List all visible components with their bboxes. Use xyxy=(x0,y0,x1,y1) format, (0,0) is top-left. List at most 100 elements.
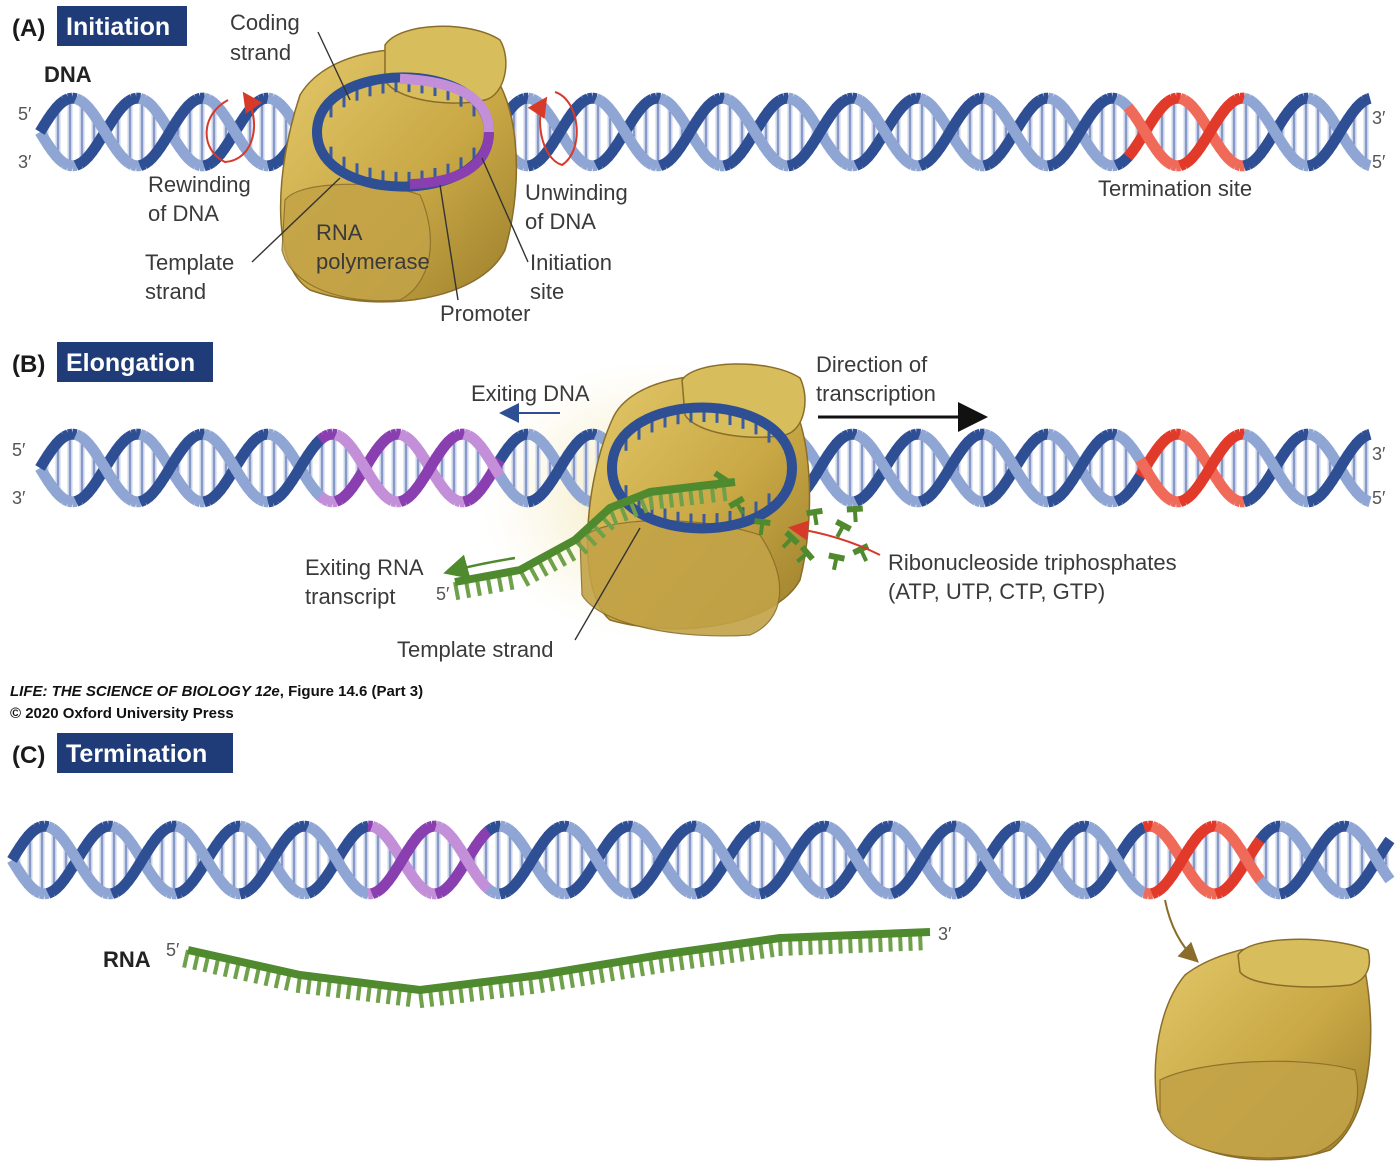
dna-strand-segment xyxy=(1165,157,1176,170)
dna-strand-segment xyxy=(1049,157,1060,171)
dna-strand-segment xyxy=(1328,824,1340,837)
dna-strand-segment xyxy=(927,102,941,116)
dna-strand-segment xyxy=(1267,124,1282,138)
label-rna: RNA xyxy=(103,947,151,972)
dna-strand-segment xyxy=(1079,451,1094,465)
dna-strand-segment xyxy=(1051,843,1066,857)
dna-strand-segment xyxy=(1151,481,1165,495)
dna-strand-segment xyxy=(123,835,138,849)
dna-strand-segment xyxy=(83,147,97,161)
dna-strand-segment xyxy=(856,431,868,445)
dna-strand-segment xyxy=(380,432,393,446)
dna-strand-segment xyxy=(890,886,899,899)
dna-strand-segment xyxy=(187,873,202,886)
dna-strand-segment xyxy=(1245,493,1256,506)
dna-strand-segment xyxy=(711,867,726,881)
dna-strand-segment xyxy=(1178,93,1187,106)
ntp-shape xyxy=(846,505,863,523)
dna-strand-segment xyxy=(919,846,934,860)
dna-strand-segment xyxy=(1156,826,1169,839)
dna-strand-segment xyxy=(1191,829,1205,843)
dna-strand-segment xyxy=(1131,136,1146,150)
dna-strand-segment xyxy=(1315,487,1329,500)
end-5-b-top: 5′ xyxy=(12,440,26,460)
dna-strand-segment xyxy=(559,471,574,485)
dna-strand-segment xyxy=(279,440,293,454)
dna-strand-segment xyxy=(1160,154,1173,168)
dna-strand-segment xyxy=(539,440,553,454)
dna-strand-segment xyxy=(1171,859,1186,873)
dna-strand-segment xyxy=(398,494,407,507)
dna-strand-segment xyxy=(400,492,412,505)
dna-strand-segment xyxy=(623,133,638,148)
dna-strand-segment xyxy=(931,877,945,891)
dna-strand-segment xyxy=(407,834,422,848)
panel-a: (A) Initiation DNA 5′ 3′ 3′ 5′ Coding st… xyxy=(12,6,1386,326)
ntp-nucleotide xyxy=(796,545,815,564)
dna-strand-segment xyxy=(1019,143,1034,156)
dna-strand-segment xyxy=(1339,451,1354,465)
panel-a-letter: (A) xyxy=(12,15,45,42)
dna-strand-segment xyxy=(243,148,257,162)
dna-strand-segment xyxy=(1263,117,1278,131)
dna-strand-segment xyxy=(508,434,521,448)
dna-strand-segment xyxy=(1116,431,1128,445)
dna-strand-segment xyxy=(645,157,656,170)
dna-strand-segment xyxy=(347,444,362,458)
dna-strand-segment xyxy=(480,826,493,840)
dna-strand-segment xyxy=(443,829,457,842)
dna-strand-segment xyxy=(819,887,826,900)
dna-strand-segment xyxy=(91,136,106,150)
dna-strand-segment xyxy=(1211,448,1226,462)
dna-strand-segment xyxy=(1288,434,1301,448)
dna-strand-segment xyxy=(355,456,370,471)
ntp-nucleotide xyxy=(754,518,771,536)
dna-strand-segment xyxy=(1079,471,1094,485)
open-dna-bubble-a xyxy=(312,72,494,192)
dna-strand-segment xyxy=(1264,884,1276,897)
dna-strand-segment xyxy=(507,879,521,892)
dna-strand-segment xyxy=(115,150,129,164)
dna-strand-segment xyxy=(24,879,37,893)
dna-strand-segment xyxy=(1180,431,1192,444)
dna-strand-segment xyxy=(1339,887,1346,900)
dna-strand-segment xyxy=(1055,100,1069,113)
dna-strand-segment xyxy=(543,476,558,490)
dna-strand-segment xyxy=(462,428,471,441)
dna-strand-segment xyxy=(1099,836,1114,850)
dna-strand-segment xyxy=(671,829,685,843)
dna-strand-segment xyxy=(936,825,949,839)
dna-strand-segment xyxy=(1055,869,1070,883)
dna-strand-segment xyxy=(995,481,1010,494)
dna-strand-segment xyxy=(1107,428,1114,441)
dna-strand-segment xyxy=(359,463,374,477)
dna-strand-segment xyxy=(664,153,677,166)
dna-strand-segment xyxy=(529,93,540,107)
dna-strand-segment xyxy=(779,862,794,876)
dna-strand-segment xyxy=(927,484,941,498)
exiting-rna-arrow xyxy=(443,554,516,579)
dna-strand-segment xyxy=(411,443,426,457)
dna-strand-segment xyxy=(731,836,746,849)
label-exiting-rna-2: transcript xyxy=(305,584,395,609)
dna-strand-segment xyxy=(144,434,157,447)
dna-strand-segment xyxy=(184,153,197,167)
dna-strand-segment xyxy=(761,885,772,899)
exiting-rna-transcript xyxy=(453,478,736,601)
dna-strand-segment xyxy=(1215,144,1230,158)
dna-strand-segment xyxy=(333,429,343,442)
dna-strand-segment xyxy=(539,482,553,496)
dna-strand-segment xyxy=(415,449,430,463)
dna-strand-segment xyxy=(224,823,236,836)
dna-strand-segment xyxy=(47,440,61,453)
dna-strand-segment xyxy=(454,495,463,508)
dna-strand-segment xyxy=(1075,457,1090,471)
dna-strand-segment xyxy=(1271,130,1286,144)
dna-strand-segment xyxy=(1201,822,1212,835)
dna-strand-segment xyxy=(960,882,973,895)
dna-strand-segment xyxy=(999,139,1014,153)
dna-strand-segment xyxy=(92,882,105,896)
dna-strand-segment xyxy=(879,463,894,477)
dna-strand-segment xyxy=(1283,102,1297,116)
dna-strand-segment xyxy=(954,820,963,833)
